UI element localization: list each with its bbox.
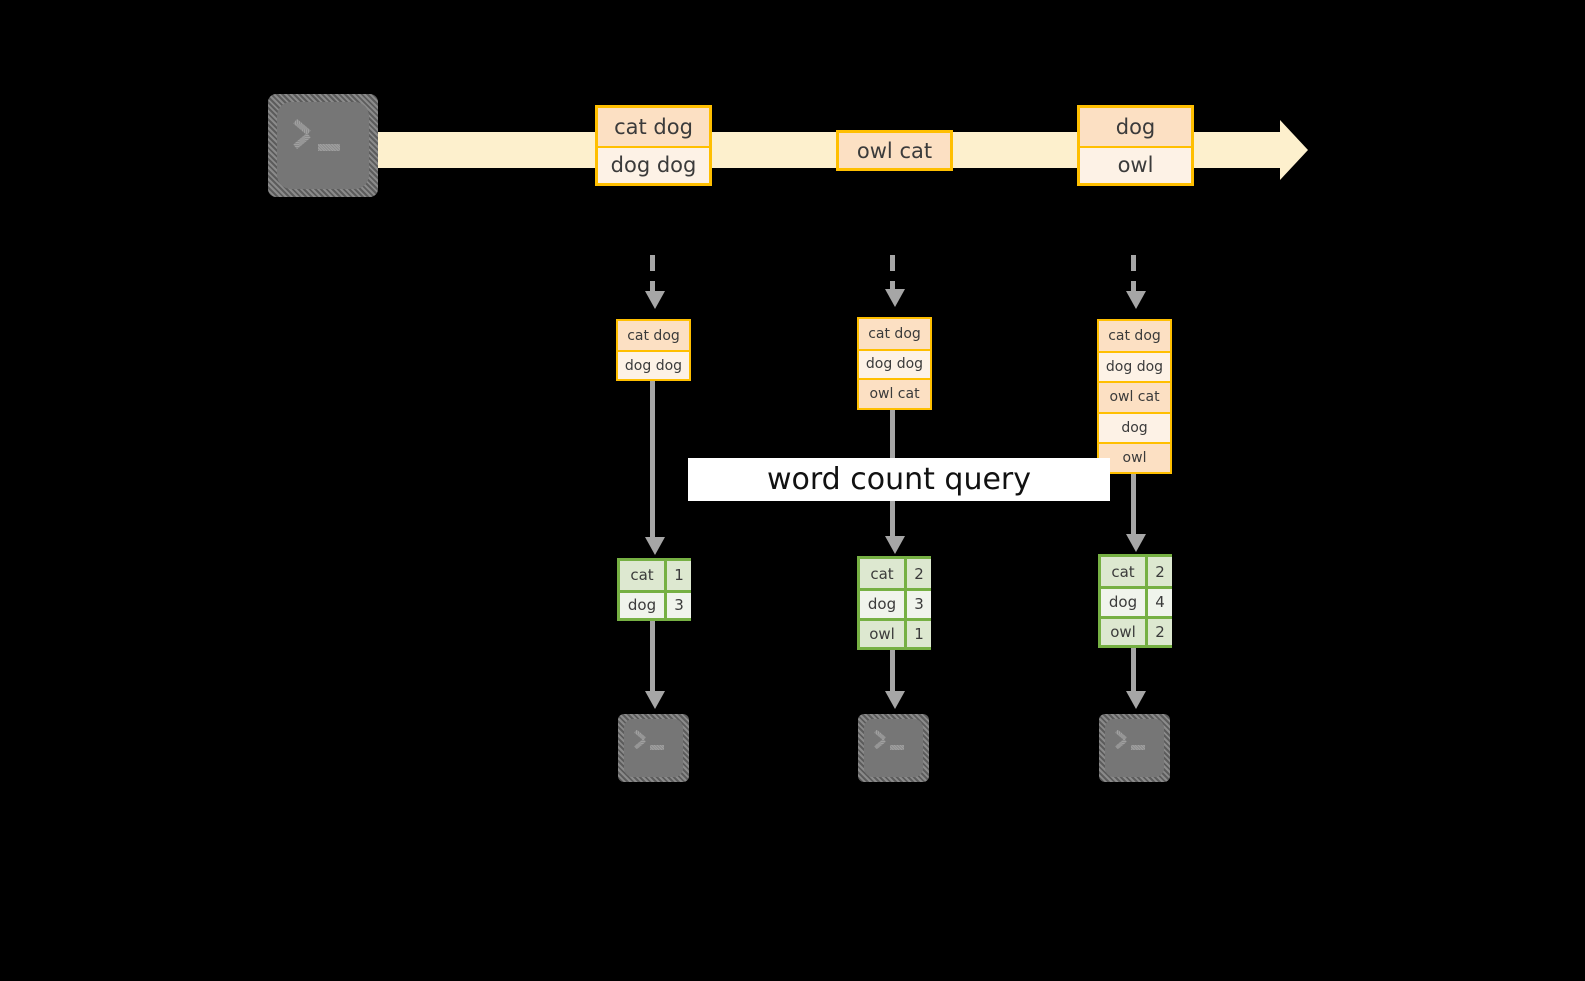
snapshot-2-sink-line	[890, 650, 895, 693]
table-cell-count: 2	[904, 559, 931, 589]
table-cell-count: 1	[664, 561, 691, 590]
query-banner: word count query	[688, 458, 1110, 501]
snapshot-2-inflow-arrowhead	[885, 289, 905, 307]
snapshot-3-sink-arrowhead	[1126, 691, 1146, 709]
snapshot-2-query-arrowhead	[885, 536, 905, 554]
table-row: cat 2	[860, 559, 931, 589]
table-row: cat 2	[1101, 557, 1172, 587]
table-cell-word: owl	[860, 620, 904, 647]
stream-event: owl cat	[839, 133, 950, 168]
snapshot-3-inflow-arrowhead	[1126, 291, 1146, 309]
table-cell-count: 3	[904, 591, 931, 618]
terminal-prompt-underscore	[650, 745, 664, 750]
snapshot-event: dog dog	[618, 350, 689, 379]
snapshot-3-result-table: cat 2 dog 4 owl 2	[1098, 554, 1172, 648]
snapshot-event: dog	[1099, 411, 1170, 442]
stream-event-group-2: owl cat	[836, 130, 953, 171]
snapshot-3-event-stack: cat dog dog dog owl cat dog owl	[1097, 319, 1172, 474]
snapshot-1-result-table: cat 1 dog 3	[617, 558, 691, 621]
snapshot-1-query-arrowhead	[645, 537, 665, 555]
table-cell-word: cat	[1101, 557, 1145, 587]
snapshot-2-inflow-line	[890, 255, 895, 291]
snapshot-2-sink-arrowhead	[885, 691, 905, 709]
snapshot-event: dog dog	[1099, 351, 1170, 382]
snapshot-3-sink-terminal-icon	[1099, 714, 1170, 782]
table-cell-word: dog	[1101, 589, 1145, 616]
table-cell-word: owl	[1101, 618, 1145, 645]
snapshot-2-result-table: cat 2 dog 3 owl 1	[857, 556, 931, 650]
stream-band-arrowhead	[1280, 120, 1308, 180]
table-cell-word: cat	[620, 561, 664, 590]
table-cell-word: dog	[620, 592, 664, 618]
terminal-prompt-underscore	[318, 144, 340, 151]
snapshot-1-sink-line	[650, 621, 655, 693]
source-terminal-icon	[268, 94, 378, 197]
terminal-prompt-underscore	[890, 745, 904, 750]
table-cell-word: dog	[860, 591, 904, 618]
snapshot-1-event-stack: cat dog dog dog	[616, 319, 691, 381]
snapshot-2-event-stack: cat dog dog dog owl cat	[857, 317, 932, 410]
snapshot-event: dog dog	[859, 348, 930, 379]
snapshot-event: owl cat	[859, 378, 930, 408]
table-row: cat 1	[620, 561, 691, 590]
table-row: dog 3	[860, 588, 931, 618]
table-row: dog 3	[620, 589, 691, 618]
stream-event: dog	[1080, 108, 1191, 146]
table-cell-count: 1	[904, 620, 931, 647]
snapshot-1-sink-arrowhead	[645, 691, 665, 709]
snapshot-event: cat dog	[859, 319, 930, 349]
snapshot-event: owl	[1099, 441, 1170, 472]
snapshot-event: owl cat	[1099, 381, 1170, 412]
table-cell-word: cat	[860, 559, 904, 589]
table-row: owl 1	[860, 617, 931, 647]
snapshot-event: cat dog	[618, 321, 689, 350]
stream-event: dog dog	[598, 145, 709, 183]
snapshot-2-sink-terminal-icon	[858, 714, 929, 782]
stream-event-group-3: dog owl	[1077, 105, 1194, 186]
table-cell-count: 2	[1145, 618, 1172, 645]
snapshot-event: cat dog	[1099, 321, 1170, 352]
snapshot-3-inflow-line	[1131, 255, 1136, 293]
stream-event: owl	[1080, 145, 1191, 183]
table-row: owl 2	[1101, 615, 1172, 645]
snapshot-1-inflow-arrowhead	[645, 291, 665, 309]
table-cell-count: 3	[664, 592, 691, 618]
snapshot-3-sink-line	[1131, 648, 1136, 693]
terminal-prompt-underscore	[1131, 745, 1145, 750]
table-row: dog 4	[1101, 586, 1172, 616]
table-cell-count: 2	[1145, 557, 1172, 587]
stream-event: cat dog	[598, 108, 709, 146]
stream-event-group-1: cat dog dog dog	[595, 105, 712, 186]
snapshot-3-query-arrowhead	[1126, 534, 1146, 552]
snapshot-3-query-line	[1131, 474, 1136, 536]
snapshot-1-sink-terminal-icon	[618, 714, 689, 782]
snapshot-1-query-line	[650, 381, 655, 539]
table-cell-count: 4	[1145, 589, 1172, 616]
snapshot-1-inflow-line	[650, 255, 655, 293]
